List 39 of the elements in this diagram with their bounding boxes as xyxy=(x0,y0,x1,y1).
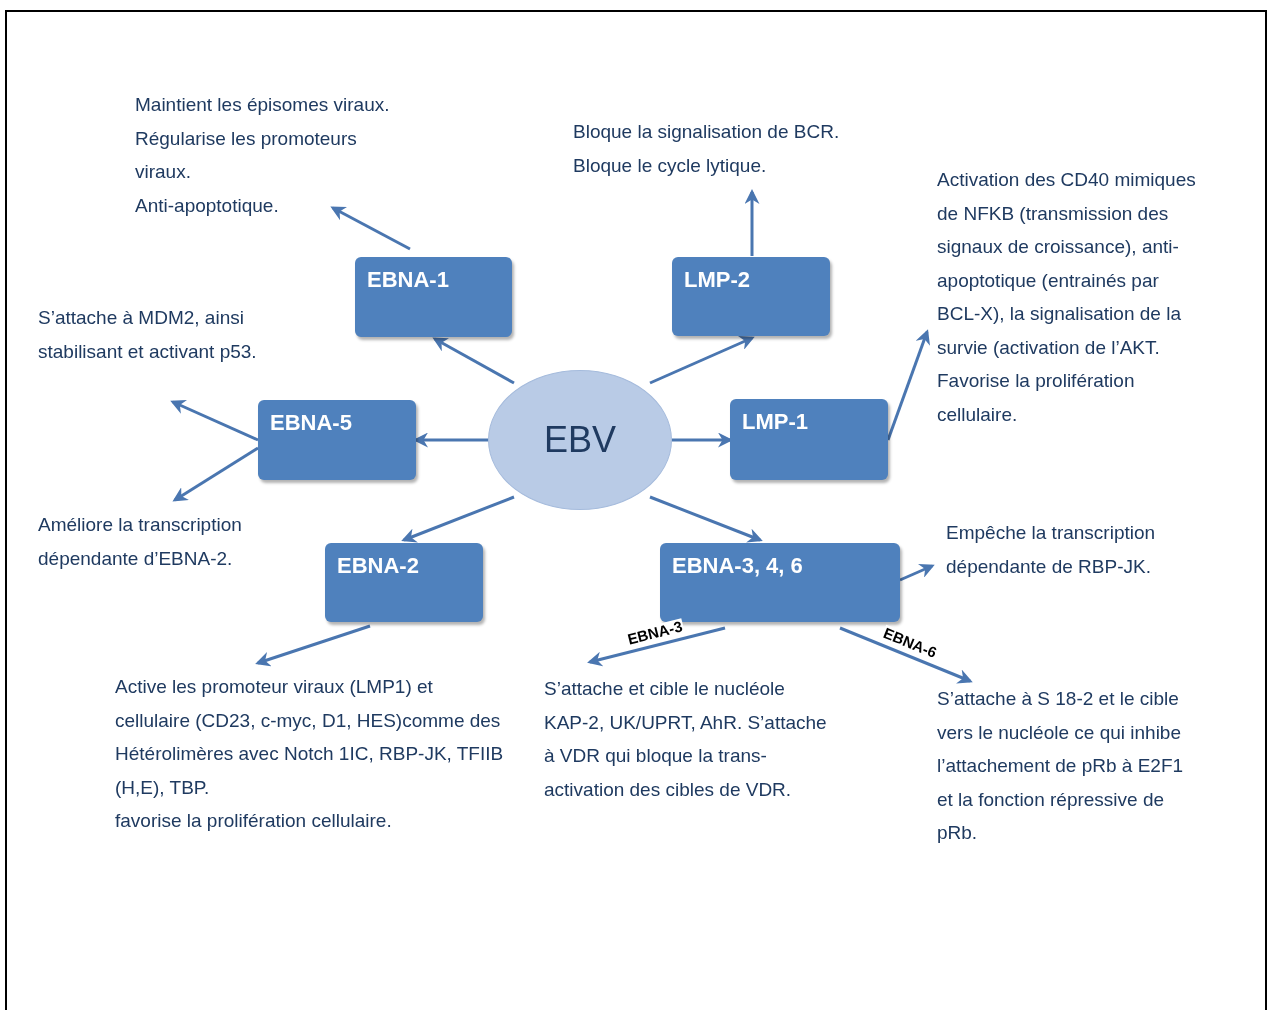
arrow xyxy=(330,206,411,251)
function-text: Bloque la signalisation de BCR. xyxy=(573,120,841,144)
protein-label: LMP-1 xyxy=(742,408,809,436)
function-text: Améliore la transcription dépendante d’EBNA-2. xyxy=(38,513,243,571)
function-text: Bloque le cycle lytique. xyxy=(573,153,768,178)
arrow xyxy=(839,626,973,684)
protein-box xyxy=(258,400,416,480)
protein-label: LMP-2 xyxy=(684,266,751,294)
arrow xyxy=(172,446,259,502)
function-text: Activation des CD40 mimiques de NFKB (transmission des signaux de croissance), anti-apoptotique (entrainés par BCL-X), la signalisation de la survie (activation de l’AKT. Favorise la prolifération cellulaire. xyxy=(937,168,1197,427)
protein-label: EBNA-3, 4, 6 xyxy=(672,552,804,580)
protein-box xyxy=(355,257,512,337)
arrow xyxy=(649,336,755,385)
arrow xyxy=(170,400,259,442)
function-text: S’attache à MDM2, ainsi stabilisant et activant p53. xyxy=(38,306,258,364)
protein-box xyxy=(672,257,830,336)
function-text: favorise la prolifération cellulaire. xyxy=(115,809,393,833)
arrow xyxy=(432,337,515,385)
arrow xyxy=(744,189,760,256)
arrow xyxy=(886,329,930,441)
function-text: Maintient les épisomes viraux. xyxy=(135,93,391,117)
arrow xyxy=(587,626,726,667)
function-text: Anti-apoptotique. xyxy=(135,193,280,218)
function-text: Empêche la transcription dépendante de RBP-JK. xyxy=(946,521,1157,579)
protein-label: EBNA-2 xyxy=(337,552,420,580)
arrow xyxy=(899,563,935,582)
protein-box xyxy=(730,399,888,480)
protein-box xyxy=(660,543,900,622)
function-text: Régularise les promoteurs viraux. xyxy=(135,126,358,184)
function-text: S’attache à S 18-2 et le cible vers le nucléole ce qui inhibe l’attachement de pRb à E2F1 et la fonction répressive de pRb. xyxy=(937,687,1185,845)
protein-label: EBNA-5 xyxy=(270,409,353,437)
arrow xyxy=(649,495,763,543)
function-text: Active les promoteur viraux (LMP1) et cellulaire (CD23, c-myc, D1, HES)comme des Hétérolimères avec Notch 1IC, RBP-JK, TFIIB (H,E), TBP. xyxy=(115,675,505,800)
protein-box xyxy=(325,543,483,622)
arrow xyxy=(255,624,371,667)
function-text: S’attache et cible le nucléole KAP-2, UK/UPRT, AhR. S’attache à VDR qui bloque la trans-activation des cibles de VDR. xyxy=(544,677,828,802)
protein-label: EBNA-1 xyxy=(367,266,450,294)
arrow xyxy=(401,495,515,543)
node-title: EBV xyxy=(543,418,616,462)
